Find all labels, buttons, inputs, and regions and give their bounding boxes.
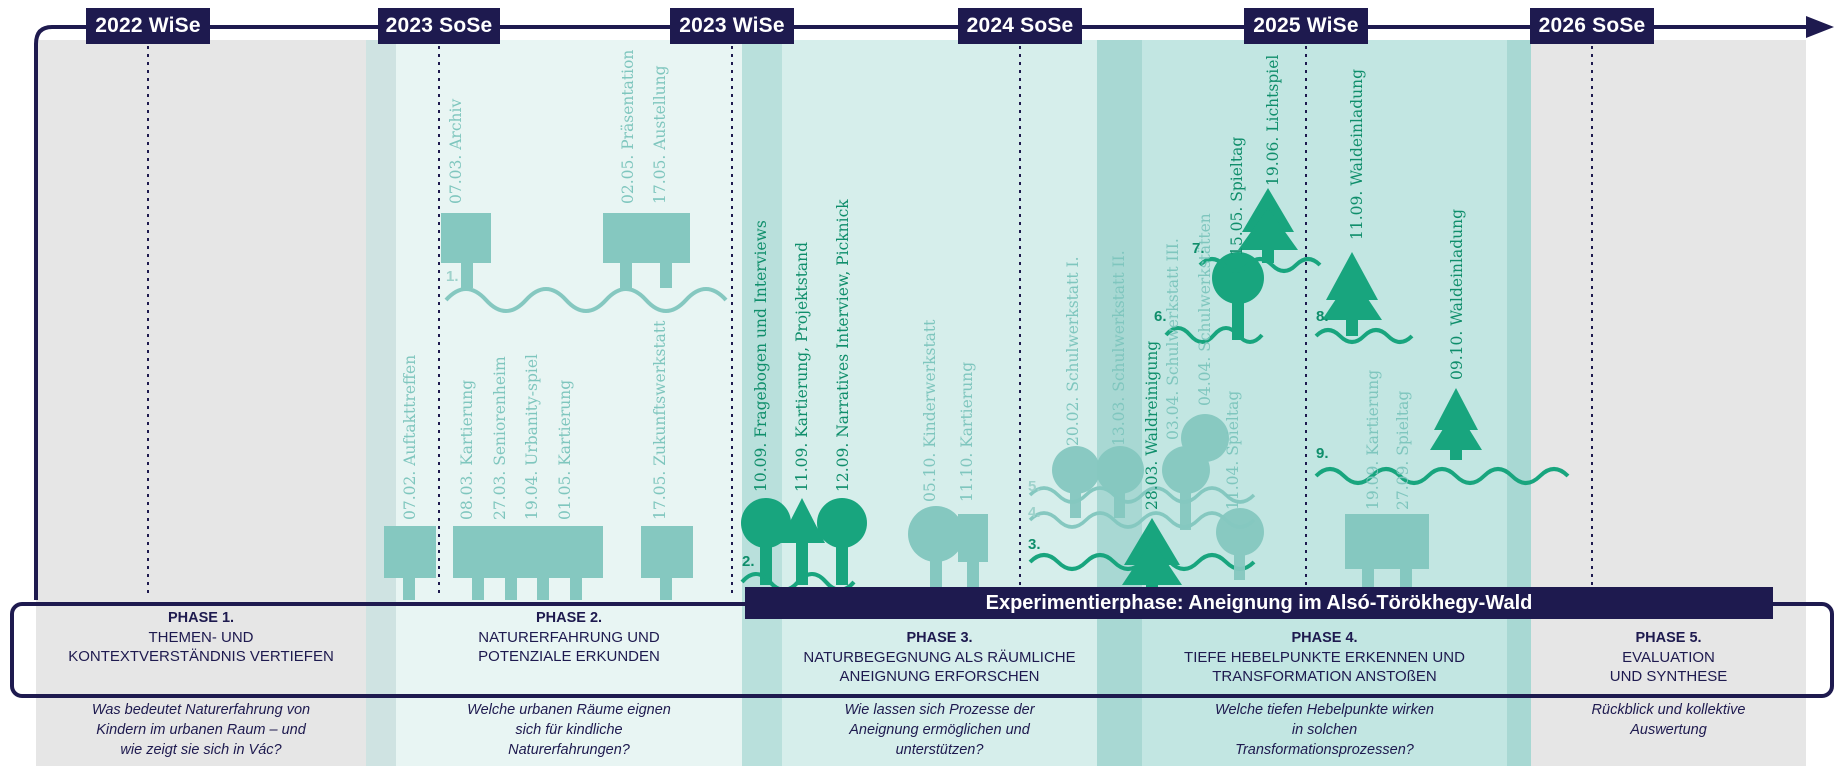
step-number: 3. <box>1028 536 1041 553</box>
event-label: 07.02. Auftakttreffen <box>401 354 419 520</box>
event-label: 27.03. Seniorenheim <box>491 356 509 520</box>
phase-title: PHASE 5. <box>1635 630 1702 646</box>
semester-label-2023-sose: 2023 SoSe <box>378 8 500 44</box>
event-label: 17.05. Zukunftswerkstatt <box>651 320 669 520</box>
phase-5-band <box>1531 40 1806 766</box>
phase-1-label: PHASE 1. THEMEN- UND KONTEXTVERSTÄNDNIS … <box>36 606 366 696</box>
semester-label-2022-wise: 2022 WiSe <box>86 8 210 44</box>
step-number: 2. <box>742 553 755 570</box>
phase-4-label: PHASE 4. TIEFE HEBELPUNKTE ERKENNEN UND … <box>1142 606 1507 696</box>
experiment-phase-bar: Experimentierphase: Aneignung im Alsó-Tö… <box>745 587 1773 619</box>
event-label: 11.04. Spieltag <box>1224 390 1242 510</box>
semester-label-2023-wise: 2023 WiSe <box>670 8 794 44</box>
waves-4-5 <box>1028 486 1256 529</box>
phase-title: PHASE 3. <box>906 630 973 646</box>
event-label: 07.03. Archiv <box>447 98 465 204</box>
event-label: 27.09. Spieltag <box>1394 390 1412 510</box>
event-label: 11.09. Waldeinladung <box>1348 68 1366 240</box>
wave-8 <box>1314 328 1414 344</box>
event-label: 17.05. Austellung <box>651 65 669 204</box>
event-label: 05.10. Kinderwerkstatt <box>921 319 939 502</box>
phase-title: PHASE 2. <box>535 610 603 626</box>
step-number: 6. <box>1154 308 1167 325</box>
event-label: 12.09. Narratives Interview, Picknick <box>834 199 852 492</box>
step-number: 4. <box>1028 504 1041 521</box>
wave-1 <box>444 287 728 313</box>
phase2-shapes <box>384 213 693 600</box>
phase-4-5-transition <box>1507 40 1531 766</box>
event-label: 09.10. Waldeinladung <box>1448 208 1466 380</box>
event-label: 08.03. Kartierung <box>458 379 476 520</box>
phase-2-label: PHASE 2. NATURERFAHRUNG UND POTENZIALE E… <box>396 606 742 696</box>
phase-3-4-transition <box>1097 40 1142 766</box>
event-label: 28.03. Waldreinigung <box>1143 340 1161 510</box>
phase-description: EVALUATION UND SYNTHESE <box>1609 649 1728 685</box>
step-number: 1. <box>446 268 459 285</box>
timeline-axis <box>34 25 1812 600</box>
phase-4-question: Welche tiefen Hebelpunkte wirken in solc… <box>1215 702 1434 758</box>
step-number: 7. <box>1192 240 1205 257</box>
event-label: 10.09. Fragebogen und Interviews <box>752 220 770 492</box>
step-number: 9. <box>1316 445 1329 462</box>
phase4-light-circles <box>1052 414 1264 580</box>
step-number: 8. <box>1316 308 1329 325</box>
phase-2-3-transition <box>742 40 782 766</box>
step-number: 5. <box>1028 478 1041 495</box>
event-label: 11.10. Kartierung <box>958 361 976 502</box>
wave-6 <box>1164 326 1264 344</box>
phase-description: NATURERFAHRUNG UND POTENZIALE ERKUNDEN <box>478 629 660 665</box>
timeline-arrowhead <box>1806 16 1834 38</box>
event-label: 19.04. Urbanity-spiel <box>523 354 541 520</box>
phase-1-band <box>36 40 366 766</box>
event-label: 19.09. Kartierung <box>1364 369 1382 510</box>
event-label: 19.06. Lichtspiel <box>1264 54 1282 186</box>
phase-3-label: PHASE 3. NATURBEGEGNUNG ALS RÄUMLICHE AN… <box>782 606 1097 696</box>
phase-description: TIEFE HEBELPUNKTE ERKENNEN UND TRANSFORM… <box>1184 649 1465 685</box>
phase-4-band <box>1142 40 1507 766</box>
phase-5-label: PHASE 5. EVALUATION UND SYNTHESE <box>1531 606 1806 696</box>
phase4-tree-8 <box>1322 252 1382 336</box>
phase-3-band <box>782 40 1097 766</box>
phase-description: THEMEN- UND KONTEXTVERSTÄNDNIS VERTIEFEN <box>68 629 334 665</box>
event-label: 11.09. Kartierung, Projektstand <box>793 241 811 492</box>
event-label: 13.03. Schulwerkstatt II. <box>1110 250 1128 446</box>
phase3-light-shapes <box>908 506 988 598</box>
wave-9 <box>1314 467 1570 485</box>
phase-1-question: Was bedeutet Naturerfahrung von Kindern … <box>91 702 311 758</box>
phase-2-question: Welche urbanen Räume eignen sich für kin… <box>467 702 671 758</box>
phase-3-question: Wie lassen sich Prozesse der Aneignung e… <box>844 702 1035 758</box>
phase-title: PHASE 4. <box>1291 630 1358 646</box>
phase-2-band <box>396 40 742 766</box>
event-label: 01.05. Kartierung <box>556 379 574 520</box>
phase-title: PHASE 1. <box>167 610 235 626</box>
phase-description: NATURBEGEGNUNG ALS RÄUMLICHE ANEIGNUNG E… <box>803 649 1076 685</box>
phase-1-2-transition <box>366 40 396 766</box>
event-label: 15.05. Spieltag <box>1228 136 1246 256</box>
semester-label-2025-wise: 2025 WiSe <box>1244 8 1368 44</box>
semester-label-2024-sose: 2024 SoSe <box>958 8 1082 44</box>
semester-label-2026-sose: 2026 SoSe <box>1530 8 1654 44</box>
event-label: 03.04. Schulwerkstatt III. <box>1164 238 1182 440</box>
wave-7 <box>1198 257 1322 273</box>
phase4-tree-9 <box>1430 388 1482 460</box>
event-label: 02.05. Präsentation <box>619 49 637 204</box>
event-label: 20.02. Schulwerkstatt I. <box>1064 256 1082 446</box>
phase-5-question: Rückblick und kollektive Auswertung <box>1591 702 1746 738</box>
